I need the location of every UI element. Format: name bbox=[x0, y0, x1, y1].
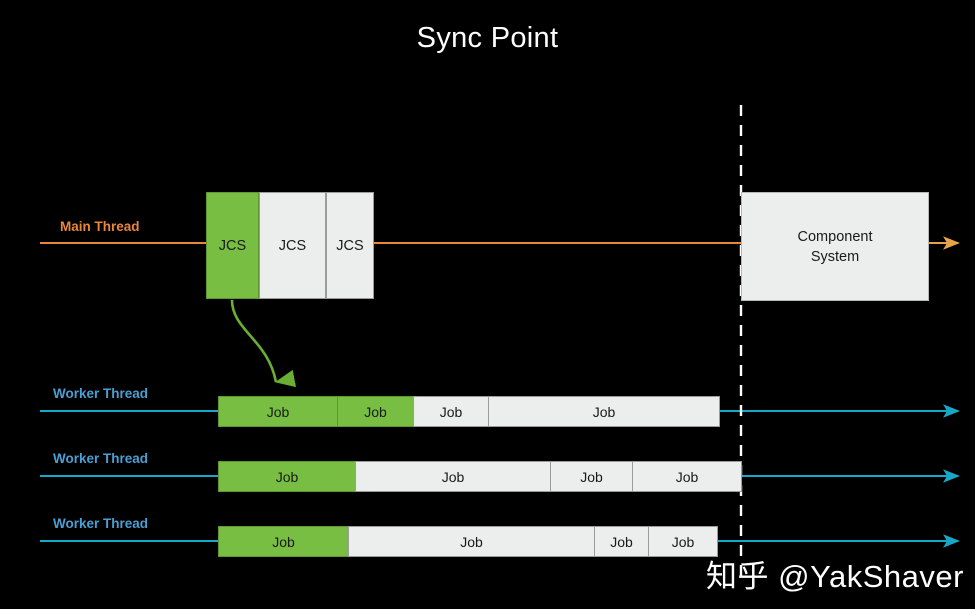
component-system-block[interactable]: Component System bbox=[741, 192, 929, 301]
main-thread-block-jcs-2[interactable]: JCS bbox=[259, 192, 326, 299]
worker-1-block-job-1[interactable]: Job bbox=[218, 396, 338, 427]
worker-2-block-job-1[interactable]: Job bbox=[218, 461, 356, 492]
main-thread-block-jcs-3[interactable]: JCS bbox=[326, 192, 374, 299]
spawn-arrow bbox=[230, 299, 297, 388]
worker-3-block-job-2[interactable]: Job bbox=[348, 526, 595, 557]
worker-3-block-job-4[interactable]: Job bbox=[648, 526, 718, 557]
lane-label-worker-thread-1: Worker Thread bbox=[53, 386, 149, 401]
worker-2-block-job-2[interactable]: Job bbox=[355, 461, 551, 492]
lane-label-main-thread: Main Thread bbox=[60, 219, 140, 234]
main-thread-block-jcs-1[interactable]: JCS bbox=[206, 192, 259, 299]
page-title: Sync Point bbox=[416, 22, 559, 54]
worker-1-block-job-2[interactable]: Job bbox=[337, 396, 414, 427]
worker-3-block-job-3[interactable]: Job bbox=[594, 526, 649, 557]
lane-label-worker-thread-2: Worker Thread bbox=[53, 451, 149, 466]
worker-1-block-job-4[interactable]: Job bbox=[488, 396, 720, 427]
worker-3-block-job-1[interactable]: Job bbox=[218, 526, 349, 557]
worker-1-block-job-3[interactable]: Job bbox=[413, 396, 489, 427]
watermark: 知乎 @YakShaver bbox=[706, 559, 964, 594]
worker-2-block-job-3[interactable]: Job bbox=[550, 461, 633, 492]
worker-2-block-job-4[interactable]: Job bbox=[632, 461, 742, 492]
lane-label-worker-thread-3: Worker Thread bbox=[53, 516, 149, 531]
component-system-line-2: System bbox=[810, 248, 860, 265]
component-system-line-1: Component bbox=[797, 228, 873, 245]
